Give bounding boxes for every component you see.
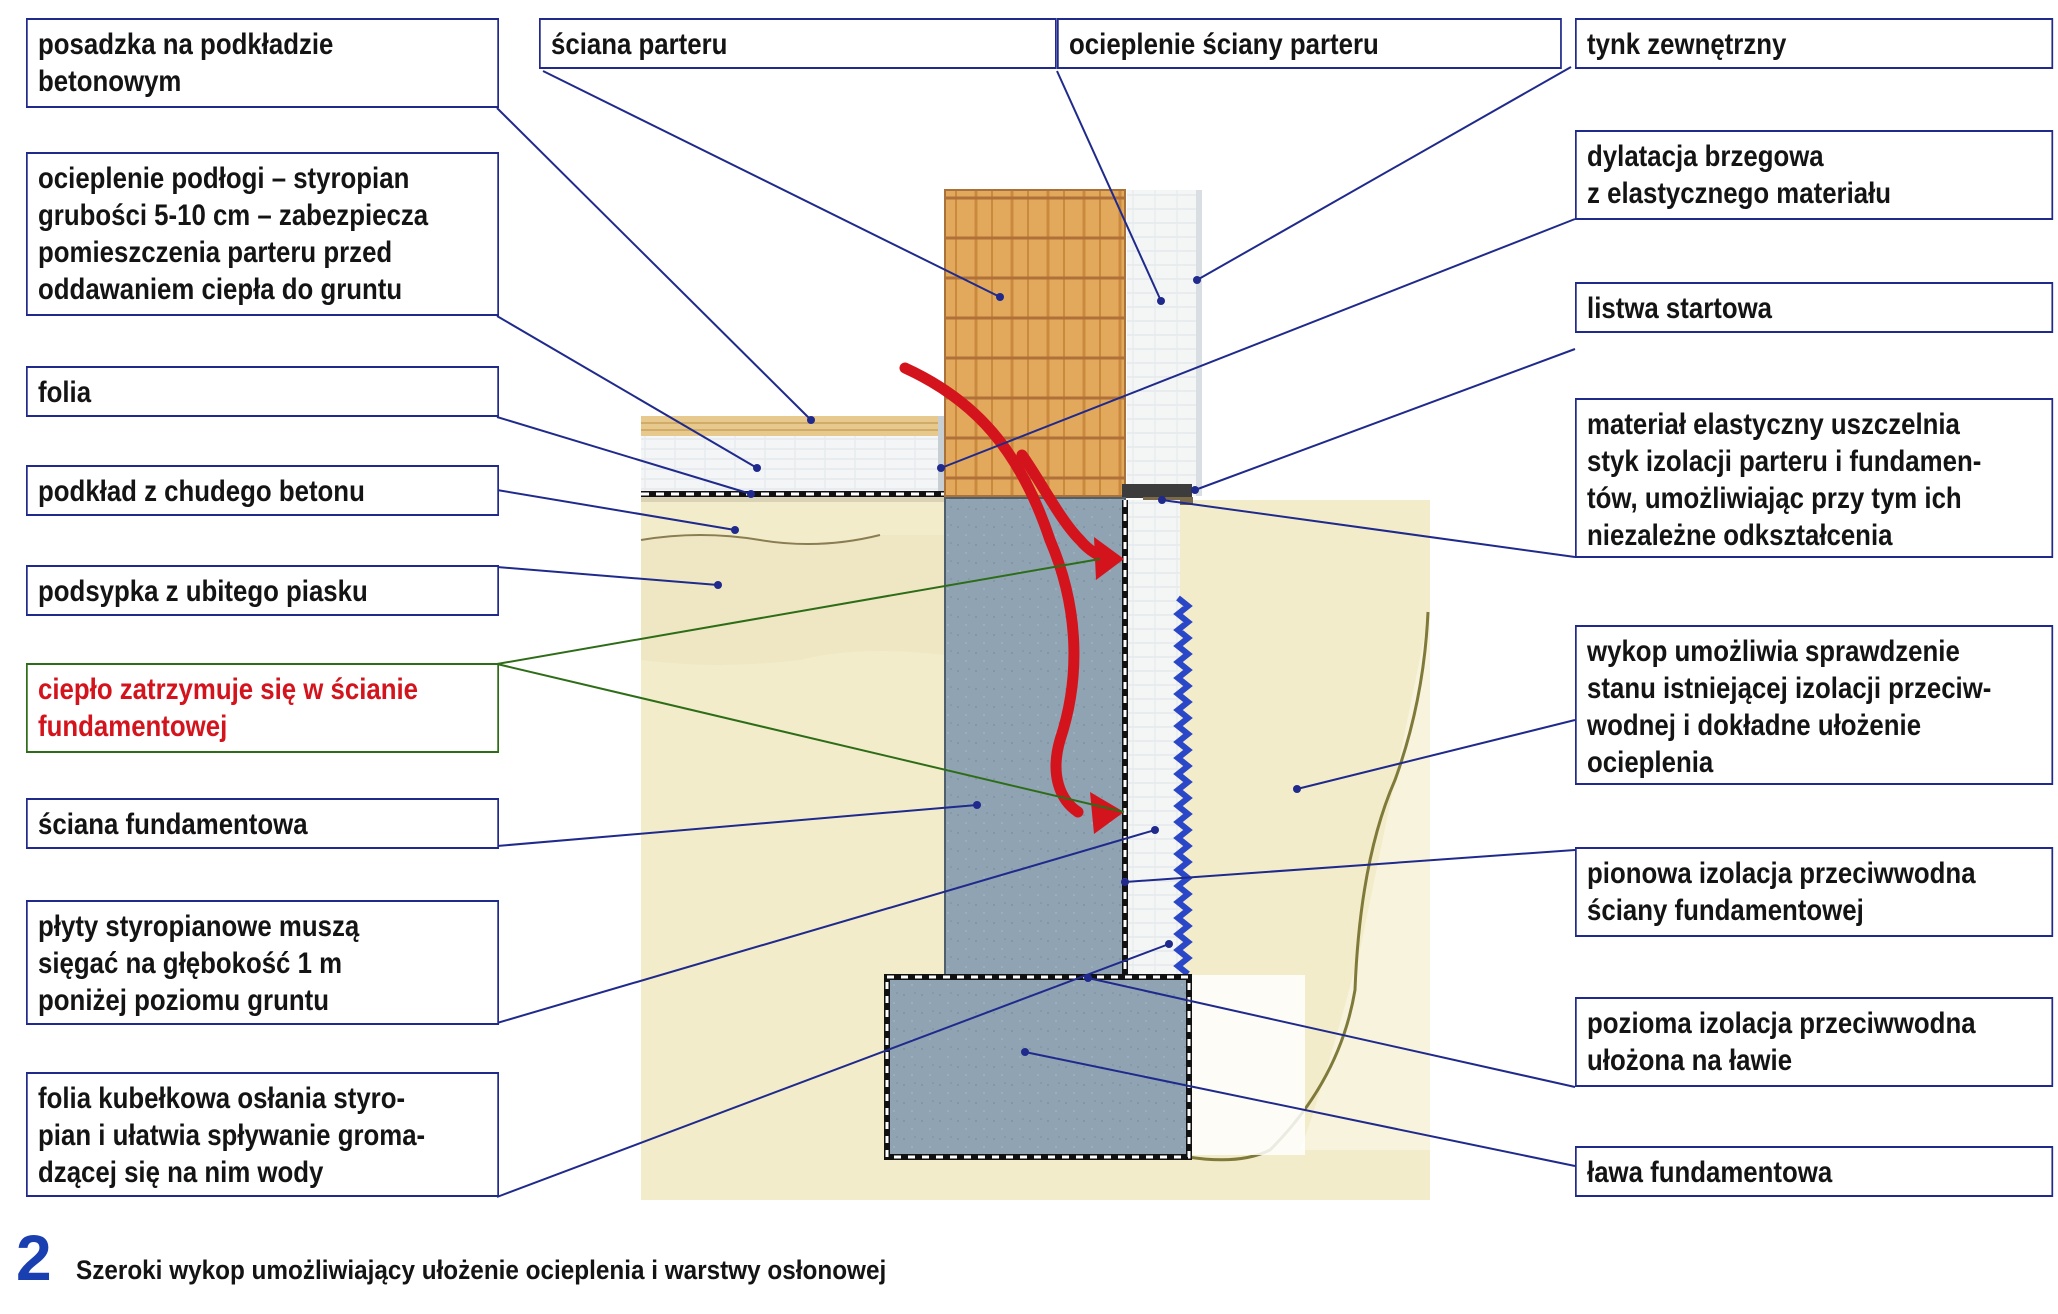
label-folia: folia — [26, 366, 499, 417]
label-dylatacja: dylatacja brzegowa z elastycznego materi… — [1575, 130, 2054, 220]
label-sciana-fundamentowa: ściana fundamentowa — [26, 798, 499, 849]
compacted-sand-layer — [641, 535, 945, 665]
label-material: materiał elastyczny uszczelnia styk izol… — [1575, 398, 2054, 558]
figure-number: 2 — [16, 1222, 52, 1294]
footing — [887, 977, 1189, 1157]
figure-caption-text: Szeroki wykop umożliwiający ułożenie oci… — [76, 1255, 887, 1285]
label-ocieplenie-podlogi: ocieplenie podłogi – styropian grubości … — [26, 152, 499, 316]
label-cieplo: ciepło zatrzymuje się w ścianie fundamen… — [26, 663, 499, 753]
label-pozioma: pozioma izolacja przeciwwodna ułożona na… — [1575, 997, 2054, 1087]
label-folia-kubelkowa: folia kubełkowa osłania styro- pian i uł… — [26, 1072, 499, 1197]
trench-backfill — [1185, 975, 1305, 1155]
foundation-wall — [945, 498, 1125, 975]
edge-dilatation — [938, 416, 946, 492]
label-wykop: wykop umożliwia sprawdzenie stanu istnie… — [1575, 625, 2054, 785]
starter-strip — [1122, 484, 1192, 498]
foundation-insulation — [1127, 500, 1180, 975]
lean-concrete-base — [641, 495, 945, 502]
label-posadzka: posadzka na podkładzie betonowym — [26, 18, 499, 108]
label-tynk: tynk zewnętrzny — [1575, 18, 2054, 69]
label-plyty-styropianowe: płyty styropianowe muszą sięgać na głębo… — [26, 900, 499, 1025]
label-sciana-parteru: ściana parteru — [539, 18, 1057, 69]
heat-flow-arrow — [899, 362, 1084, 818]
ground-floor-wall — [945, 190, 1125, 496]
trench-undisturbed-ground — [1300, 610, 1430, 1150]
label-lawa: ława fundamentowa — [1575, 1146, 2054, 1197]
label-podsypka: podsypka z ubitego piasku — [26, 565, 499, 616]
label-listwa: listwa startowa — [1575, 282, 2054, 333]
label-podklad: podkład z chudego betonu — [26, 465, 499, 516]
dimpled-membrane — [1173, 595, 1193, 977]
external-plaster — [1196, 190, 1202, 496]
floor-foil — [641, 491, 1109, 497]
floor-insulation — [641, 435, 945, 492]
label-pionowa: pionowa izolacja przeciwwodna ściany fun… — [1575, 847, 2054, 937]
wall-insulation — [1127, 190, 1197, 496]
floor-screed — [641, 416, 945, 436]
label-ocieplenie-sciany: ocieplenie ściany parteru — [1057, 18, 1562, 69]
